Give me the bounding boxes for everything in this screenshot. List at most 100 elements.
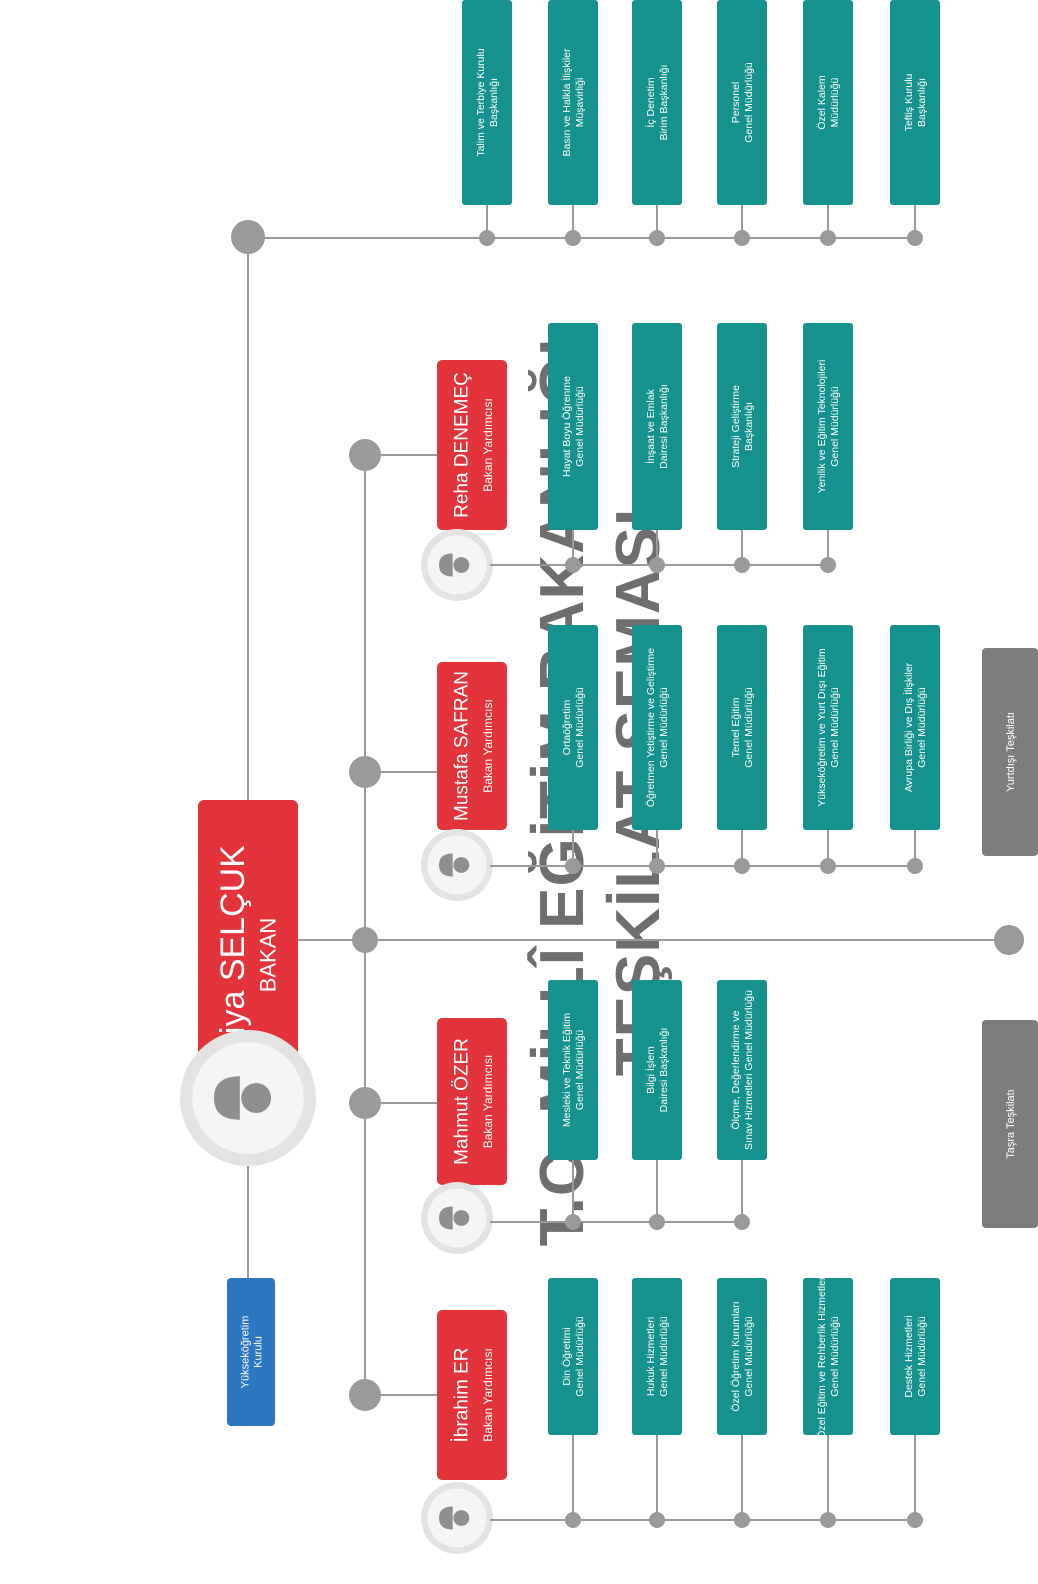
direct-unit-3-node [649,230,665,246]
deputy-1-unit-3-box-text-line-1: Özel Öğretim Kurumları [730,1301,742,1411]
deputy-4-unit-3-box-text-line-2: Başkanlığı [743,402,755,451]
deputy-3-name: Mustafa SAFRAN [452,671,473,821]
direct-unit-3-box-text-line-2: Birim Başkanlığı [658,65,670,141]
deputy-4-role: Bakan Yardımcısı [481,398,495,492]
deputy-3-unit-5-node [907,858,923,874]
deputy-2-unit-1-box-text-line-2: Genel Müdürlüğü [574,1030,586,1111]
deputy-4-unit-1-box-text-line-1: Hayat Boyu Öğrenme [561,376,573,477]
deputy-3-unit-2-box-text-line-2: Genel Müdürlüğü [658,687,670,768]
deputy-1-unit-1-box-text-line-2: Genel Müdürlüğü [574,1316,586,1397]
organization-2-text-line-1: Yurtdışı Teşkilatı [1005,712,1017,792]
direct-unit-4-box-text-line-1: Personel [730,82,742,123]
deputy-3-unit-2-node [649,858,665,874]
deputy-3-unit-3-box [717,625,767,830]
deputy-4-name: Reha DENEMEÇ [452,372,473,518]
deputy-4-unit-1-box [548,323,598,530]
deputy-3-unit-5-box-text-line-1: Avrupa Birliği ve Dış İlişkiler [902,662,915,792]
deputy-1-avatar-body-icon [439,1506,453,1530]
deputy-1-unit-4-node [820,1512,836,1528]
organization-1-text: Taşra Teşkilatı [1005,1089,1017,1159]
direct-unit-1-box-text-line-1: Talim ve Terbiye Kurulu [475,48,487,157]
direct-unit-6-box-text-line-1: Teftiş Kurulu [903,73,915,131]
organization-1-box [982,1020,1038,1228]
minister-name-line-1: Ziya SELÇUK [214,845,252,1055]
deputy-3-avatar-head-icon [453,857,470,873]
yok-box [227,1278,275,1426]
direct-unit-1-node [479,230,495,246]
deputy-3-unit-4-box [803,625,853,830]
direct-unit-6-node [907,230,923,246]
direct-unit-4-box-text-line-2: Genel Müdürlüğü [743,62,755,143]
direct-unit-3-box-text-line-1: İç Denetim [644,77,657,127]
deputy-1-role-line-1: Bakan Yardımcısı [481,1348,495,1442]
deputy-1-unit-5-node [907,1512,923,1528]
deputy-3-unit-1-node [565,858,581,874]
deputy-1-unit-4-box-text-line-2: Genel Müdürlüğü [829,1316,841,1397]
direct-unit-1-box-text-line-2: Başkanlığı [488,78,500,127]
deputy-2-unit-3-box [717,980,767,1160]
deputy-1-unit-3-box [717,1278,767,1435]
direct-unit-5-box [803,0,853,205]
deputy-4-unit-3-box-text-line-1: Strateji Geliştirme [730,385,742,468]
organizations-node [994,925,1024,955]
deputy-4-unit-3-node [734,557,750,573]
deputy-1-unit-5-box [890,1278,940,1435]
minister-role: BAKAN [256,918,281,993]
deputy-3-unit-1-box [548,625,598,830]
minister-role-line-1: BAKAN [256,918,281,993]
deputy-2-avatar-head-icon [453,1210,470,1226]
minister-avatar-head-icon [241,1083,272,1113]
deputy-1-unit-2-node [649,1512,665,1528]
deputy-3-unit-4-box-text-line-1: Yükseköğretim ve Yurt Dışı Eğitim [816,648,828,807]
deputy-4-unit-2-box-text-line-2: Dairesi Başkanlığı [658,384,670,469]
deputy-2-name: Mahmut ÖZER [452,1038,473,1165]
direct-unit-6-box-text-line-2: Başkanlığı [916,78,928,127]
deputy-2-unit-2-node [649,1214,665,1230]
deputy-1-unit-2-box-text-line-1: Hukuk Hizmetleri [645,1317,657,1396]
deputy-1-unit-3-node [734,1512,750,1528]
direct-unit-2-box-text-line-1: Basın ve Halkla İlişkiler [560,48,573,156]
deputy-4-box [437,360,507,530]
direct-unit-2-node [565,230,581,246]
deputy-2-role: Bakan Yardımcısı [481,1055,495,1149]
deputy-2-unit-1-node [565,1214,581,1230]
deputy-2-unit-3-box-text-line-2: Sınav Hizmetleri Genel Müdürlüğü [743,990,755,1150]
direct-unit-6-box [890,0,940,205]
deputy-3-unit-3-box-text-line-2: Genel Müdürlüğü [743,687,755,768]
deputy-1-unit-3-box-text-line-2: Genel Müdürlüğü [743,1316,755,1397]
deputy-3-unit-3-box-text-line-1: Temel Eğitim [730,697,742,757]
deputy-1-avatar-head-icon [453,1510,470,1526]
deputy-4-unit-1-box-text-line-2: Genel Müdürlüğü [574,386,586,467]
deputy-1-unit-2-box-text-line-2: Genel Müdürlüğü [658,1316,670,1397]
deputy-1-name-line-1: İbrahim ER [452,1347,473,1442]
deputy-4-unit-2-node [649,557,665,573]
yok-text-line-2: Kurulu [252,1336,264,1368]
deputy-4-unit-1-node [565,557,581,573]
deputy-4-name-line-1: Reha DENEMEÇ [452,372,473,518]
deputy-2-unit-2-box-text-line-1: Bilgi İşlem [644,1046,657,1094]
direct-unit-5-box-text-line-1: Özel Kalem [816,75,828,130]
minister-name: Ziya SELÇUK [214,845,252,1055]
direct-unit-2-box-text-line-2: Müşavirliği [574,78,586,128]
deputy-1-unit-5-box-text-line-1: Destek Hizmetleri [903,1315,915,1397]
direct-unit-2-box [548,0,598,205]
deputy-4-unit-2-box-text-line-1: İnşaat ve Emlak [644,388,657,463]
trunk-node [352,927,378,953]
deputy-1-unit-1-box [548,1278,598,1435]
